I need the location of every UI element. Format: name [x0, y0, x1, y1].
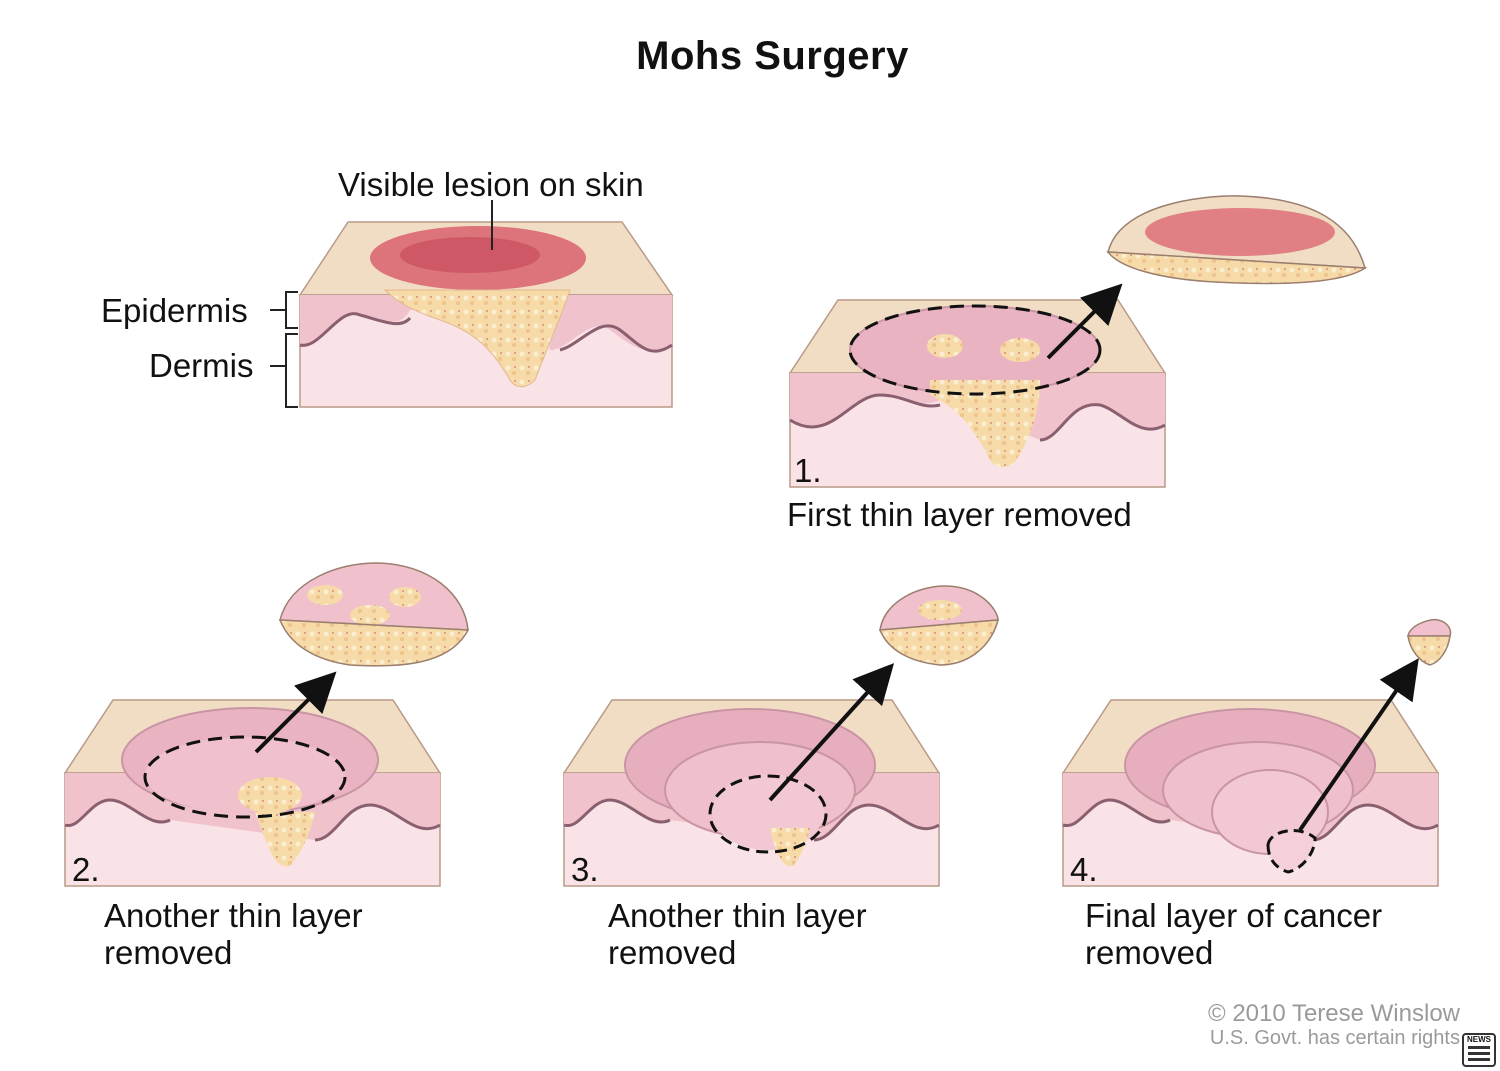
removed-layer-4: [1407, 618, 1452, 666]
lesion-label: Visible lesion on skin: [338, 166, 644, 203]
removed-layer-2: [278, 562, 470, 667]
step-1-caption: First thin layer removed: [787, 496, 1132, 533]
removed-layer-3: [878, 585, 1000, 666]
page-title: Mohs Surgery: [636, 34, 909, 78]
layer-brackets: [270, 291, 298, 408]
step-3-number: 3.: [571, 851, 599, 888]
step-4-number: 4.: [1070, 851, 1098, 888]
removed-layer-1: [1106, 195, 1368, 285]
credit-line-2: U.S. Govt. has certain rights: [1209, 1027, 1460, 1049]
dermis-label: Dermis: [149, 347, 254, 384]
removal-arrow: [1046, 283, 1123, 360]
step-3-caption: Another thin layer removed: [608, 897, 867, 971]
step-1-number: 1.: [794, 452, 822, 489]
skin-block-intact: [298, 200, 674, 408]
credit-line-1: © 2010 Terese Winslow: [1207, 1000, 1460, 1027]
epidermis-label: Epidermis: [101, 292, 248, 329]
skin-block-step-1: [788, 283, 1167, 488]
skin-block-step-2: [63, 671, 442, 887]
badge-text: NEWS: [1467, 1035, 1491, 1044]
excision-outline: [848, 304, 1102, 396]
step-2-caption: Another thin layer removed: [104, 897, 363, 971]
step-2-number: 2.: [72, 851, 100, 888]
tumor-mass: [383, 289, 571, 388]
copyright-credit: © 2010 Terese Winslow U.S. Govt. has cer…: [1207, 1000, 1460, 1050]
skin-block-step-3: [562, 663, 941, 887]
skin-block-step-4: [1061, 658, 1440, 887]
step-4-caption: Final layer of cancer removed: [1085, 897, 1383, 971]
news-badge-icon: NEWS: [1462, 1033, 1496, 1067]
